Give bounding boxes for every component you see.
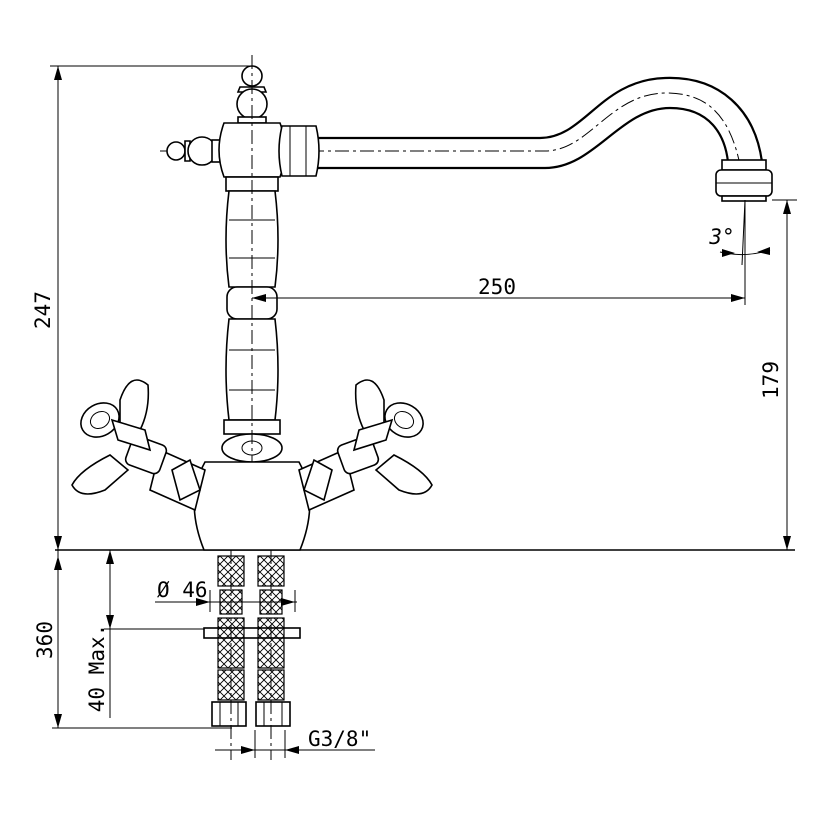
dim-deck-thickness-label: 40 Max.: [85, 624, 109, 713]
spout: [160, 76, 773, 202]
side-finial: [166, 136, 221, 166]
dim-deck-thickness: 40 Max.: [85, 550, 204, 718]
base-body: [193, 461, 311, 551]
dim-spout-angle-label: 3°: [708, 225, 734, 249]
dim-spout-height-label: 179: [759, 361, 783, 399]
top-housing: [218, 122, 320, 178]
dim-thread: G3/8": [215, 727, 375, 758]
dim-height-total-label: 247: [31, 291, 55, 329]
dim-height-total: 247: [31, 65, 250, 550]
dim-spout-reach-label: 250: [478, 275, 516, 299]
dim-pipe-length: 360: [33, 550, 232, 729]
dim-spout-reach: 250: [252, 200, 746, 305]
dim-spout-angle: 3°: [708, 199, 771, 266]
dim-thread-label: G3/8": [308, 727, 371, 751]
right-handle: [298, 379, 433, 512]
left-handle: [71, 379, 206, 512]
supply-hoses: [203, 550, 301, 760]
dim-hole-diameter: Ø 46: [155, 578, 297, 612]
dim-hole-diameter-label: Ø 46: [157, 578, 208, 602]
column: [221, 176, 283, 463]
dim-spout-height: 179: [759, 199, 797, 550]
dim-pipe-length-label: 360: [33, 621, 57, 659]
